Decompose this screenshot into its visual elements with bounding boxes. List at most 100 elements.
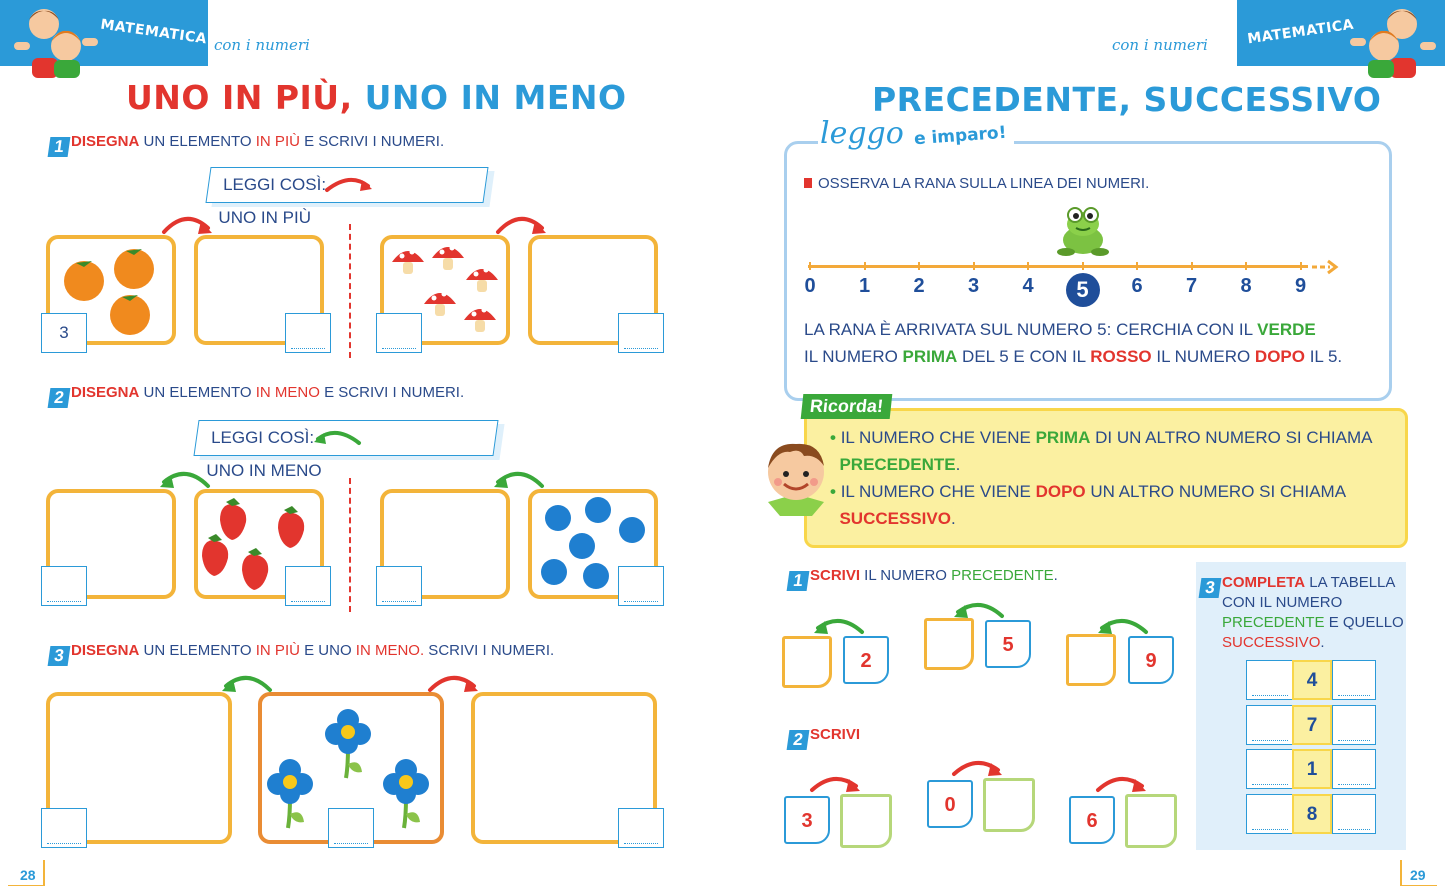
answer-card-empty[interactable]	[1125, 794, 1177, 848]
right-page-number: 29	[1410, 867, 1426, 883]
given-number-card: 9	[1128, 636, 1174, 684]
backward-arrow-icon	[314, 431, 361, 445]
backward-arrow-icon	[160, 472, 210, 488]
number-line-tick	[1245, 262, 1247, 270]
page-corner-icon	[8, 860, 45, 886]
answer-card-empty[interactable]	[983, 778, 1035, 832]
number-line-tick	[809, 262, 811, 270]
ricorda-panel	[804, 408, 1408, 548]
right-exercise-1-badge: 1	[786, 571, 810, 591]
right-exercise-3-badge: 3	[1198, 578, 1222, 598]
backward-arrow-icon	[1098, 619, 1148, 634]
table-cell-given: 8	[1292, 793, 1332, 834]
forward-arrow-icon	[952, 761, 1002, 776]
number-line-label[interactable]: 3	[967, 275, 980, 297]
left-page-title: UNO IN PIÙ, UNO IN MENO	[126, 78, 627, 117]
orange-icon	[64, 249, 154, 335]
table-cell-successive[interactable]	[1332, 749, 1376, 789]
table-cell-precedent[interactable]	[1246, 793, 1294, 834]
number-line-tick	[1027, 262, 1029, 270]
forward-arrow-icon	[496, 217, 546, 234]
table-cell-given: 4	[1292, 660, 1332, 700]
children-icon	[1350, 9, 1436, 78]
answer-box[interactable]	[285, 313, 331, 353]
number-line-label[interactable]: 6	[1131, 275, 1143, 297]
given-number-card: 3	[784, 796, 830, 844]
given-number-card: 0	[927, 780, 973, 828]
title-part-red: UNO IN PIÙ,	[126, 78, 353, 117]
blue-ball-icon	[541, 497, 645, 589]
number-line-label[interactable]: 9	[1294, 275, 1307, 297]
answer-box[interactable]	[41, 808, 87, 848]
boy-face-icon	[768, 443, 824, 516]
number-line-label[interactable]: 8	[1240, 275, 1252, 297]
table-cell-successive[interactable]	[1332, 704, 1376, 745]
answer-card-empty[interactable]	[782, 636, 832, 688]
right-exercise-1-instruction: SCRIVI IL NUMERO PRECEDENTE.	[810, 567, 1058, 584]
number-line	[808, 265, 1308, 268]
answer-box[interactable]	[41, 566, 87, 606]
flower-icon	[267, 709, 429, 829]
page-corner-icon	[1400, 860, 1437, 886]
number-line-label[interactable]: 0	[804, 275, 816, 297]
answer-card-empty[interactable]	[924, 618, 974, 670]
divider	[349, 224, 351, 358]
table-cell-precedent[interactable]	[1246, 660, 1294, 700]
table-cell-successive[interactable]	[1332, 660, 1376, 700]
answer-box[interactable]	[376, 566, 422, 606]
exercise-3-instruction: DISEGNA UN ELEMENTO IN PIÙ E UNO IN MENO…	[71, 642, 555, 659]
number-line-tick	[918, 262, 920, 270]
frog-paragraph: LA RANA È ARRIVATA SUL NUMERO 5: CERCHIA…	[804, 320, 1343, 366]
forward-arrow-icon	[325, 178, 372, 192]
exercise-2-instruction: DISEGNA UN ELEMENTO IN MENO E SCRIVI I N…	[71, 384, 465, 401]
exercise-1-badge: 1	[47, 137, 71, 157]
exercise-3-badge: 3	[47, 646, 71, 666]
number-line-label[interactable]: 7	[1185, 275, 1198, 297]
answer-box[interactable]	[285, 566, 331, 606]
answer-box-given: 3	[41, 313, 87, 353]
table-cell-given: 1	[1292, 749, 1332, 789]
backward-arrow-icon	[494, 472, 544, 488]
number-line-tick	[863, 262, 866, 270]
table-cell-precedent[interactable]	[1246, 749, 1294, 789]
right-exercise-3-instruction: COMPLETA LA TABELLA CON IL NUMERO PRECED…	[1222, 574, 1404, 651]
number-line-tick	[1190, 262, 1193, 270]
number-line-tick	[1299, 262, 1302, 270]
answer-box[interactable]	[618, 566, 664, 606]
forward-arrow-icon	[810, 777, 860, 792]
right-page-title: PRECEDENTE, SUCCESSIVO	[872, 80, 1382, 119]
answer-card-empty[interactable]	[1066, 634, 1116, 686]
answer-box[interactable]	[618, 313, 664, 353]
forward-arrow-icon	[162, 217, 212, 234]
number-line-label-highlight: 5	[1065, 273, 1100, 307]
number-line-label[interactable]: 1	[858, 275, 871, 297]
left-page-number: 28	[20, 867, 36, 883]
title-part-blue: UNO IN MENO	[364, 78, 627, 117]
dashed-arrow-icon	[1312, 259, 1339, 275]
number-line-tick	[972, 262, 975, 270]
answer-box[interactable]	[376, 313, 422, 353]
number-line-label[interactable]: 4	[1022, 275, 1034, 297]
answer-box[interactable]	[618, 808, 664, 848]
backward-arrow-icon	[954, 603, 1004, 618]
ricorda-text: • IL NUMERO CHE VIENE PRIMA DI UN ALTRO …	[830, 428, 1373, 528]
given-number-card: 5	[985, 620, 1031, 668]
exercise-1-instruction: DISEGNA UN ELEMENTO IN PIÙ E SCRIVI I NU…	[71, 133, 445, 150]
mushroom-icon	[392, 245, 498, 332]
answer-box[interactable]	[328, 808, 374, 848]
table-cell-precedent[interactable]	[1246, 704, 1294, 745]
topic-label: con i numeri	[214, 36, 310, 54]
ricorda-label: Ricorda!	[800, 394, 893, 419]
children-icon	[14, 9, 98, 78]
backward-arrow-icon	[814, 619, 864, 634]
right-exercise-2-badge: 2	[786, 730, 810, 750]
table-cell-given: 7	[1292, 704, 1332, 745]
answer-card-empty[interactable]	[840, 794, 892, 848]
number-line-label[interactable]: 2	[913, 275, 925, 297]
strawberry-icon	[202, 498, 305, 590]
table-cell-successive[interactable]	[1332, 793, 1376, 834]
number-line-tick	[1136, 262, 1138, 270]
given-number-card: 6	[1069, 796, 1115, 844]
forward-arrow-icon	[1096, 777, 1146, 792]
frog-icon	[1057, 207, 1109, 256]
